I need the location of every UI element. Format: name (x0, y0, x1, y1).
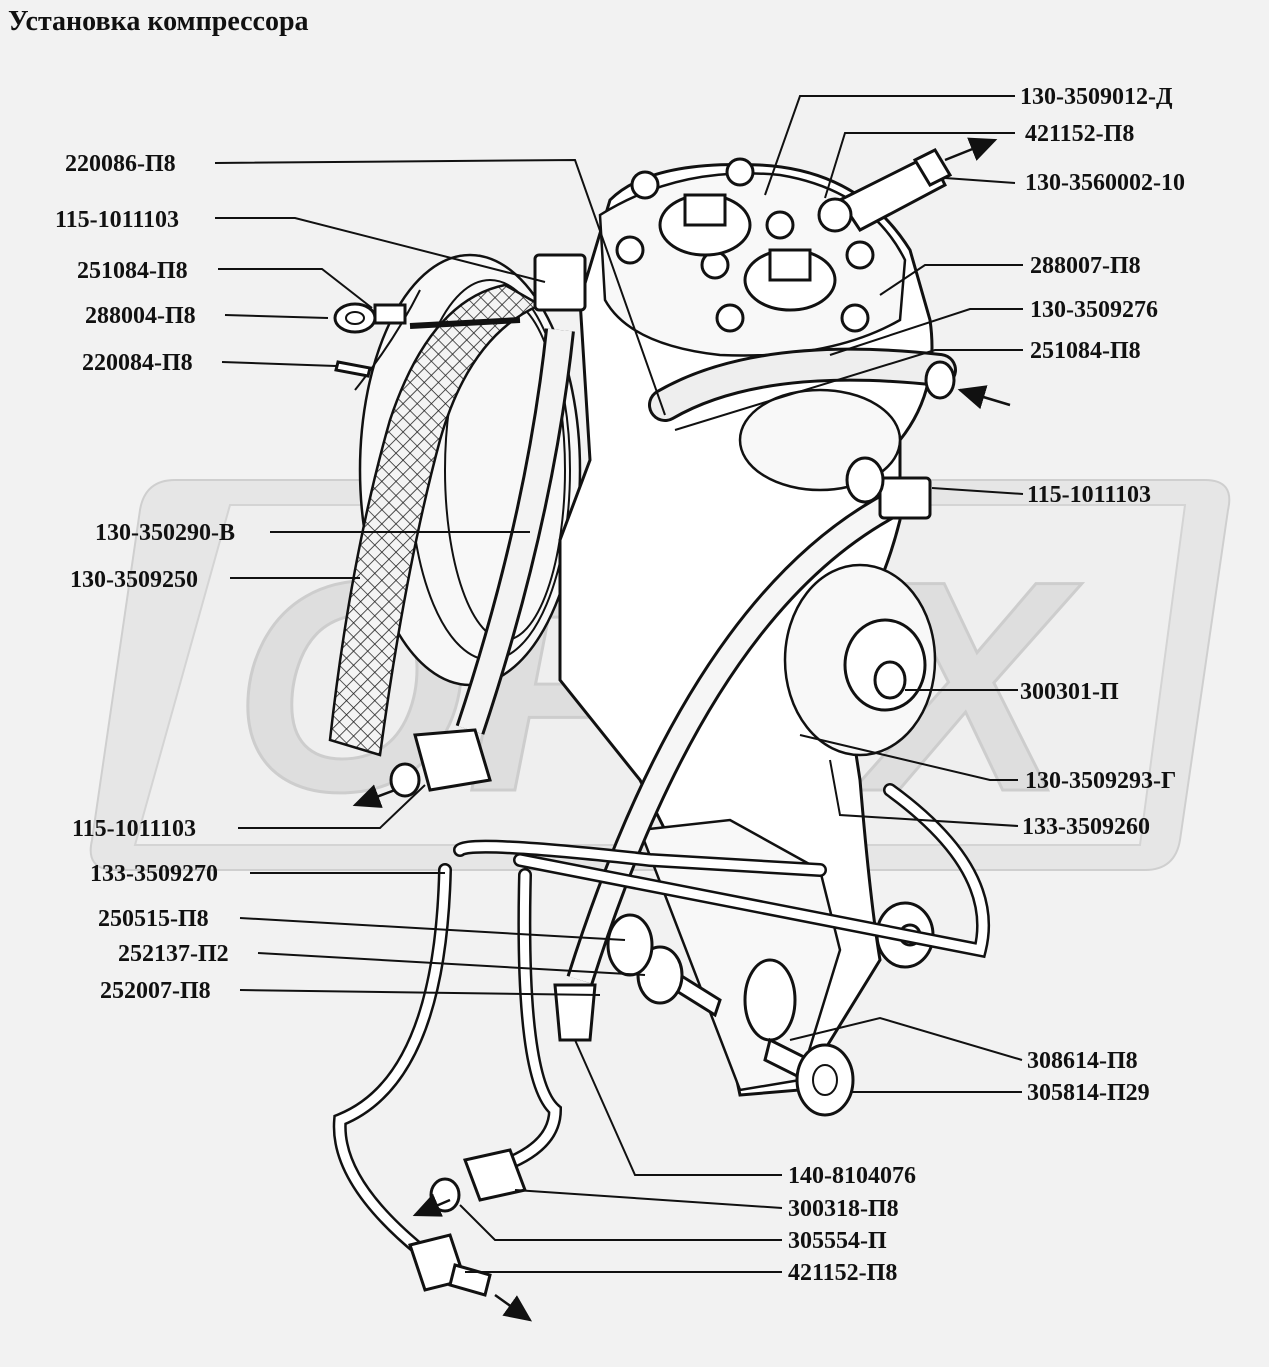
belt (328, 283, 543, 757)
label-130-3560002-10: 130-3560002-10 (1025, 170, 1185, 196)
label-305554-p: 305554-П (788, 1228, 887, 1254)
label-300318-p8: 300318-П8 (788, 1196, 899, 1222)
pivot-bolt (763, 1037, 855, 1117)
label-220084-p8: 220084-П8 (82, 350, 193, 376)
tension-bolt (606, 913, 722, 1018)
coolant-hose-left (389, 253, 587, 798)
label-421152-p8-bottom: 421152-П8 (788, 1260, 897, 1286)
label-220086-p8: 220086-П8 (65, 151, 176, 177)
label-115-1011103-right: 115-1011103 (1027, 482, 1151, 508)
label-133-3509260: 133-3509260 (1022, 814, 1150, 840)
label-130-3509250: 130-3509250 (70, 567, 198, 593)
flow-arrows (352, 137, 1011, 1322)
label-251084-p8-left: 251084-П8 (77, 258, 188, 284)
label-288007-p8: 288007-П8 (1030, 253, 1141, 279)
clamp-detail (333, 289, 521, 391)
label-130-3509276: 130-3509276 (1030, 297, 1158, 323)
label-288004-p8: 288004-П8 (85, 303, 196, 329)
label-252137-p2: 252137-П2 (118, 941, 229, 967)
metal-tubes (332, 783, 991, 1257)
label-133-3509270: 133-3509270 (90, 861, 218, 887)
label-251084-p8-right: 251084-П8 (1030, 338, 1141, 364)
label-250515-p8: 250515-П8 (98, 906, 209, 932)
leader-lines (214, 95, 1024, 1273)
outlet-fitting (817, 148, 953, 233)
label-140-8104076: 140-8104076 (788, 1163, 916, 1189)
diagram-title: Установка компрессора (8, 6, 309, 37)
lower-fittings (408, 1148, 528, 1297)
label-308614-p8: 308614-П8 (1027, 1048, 1138, 1074)
label-115-1011103-bottom: 115-1011103 (72, 816, 196, 842)
label-252007-p8: 252007-П8 (100, 978, 211, 1004)
label-130-3509293-g: 130-3509293-Г (1025, 768, 1176, 794)
label-305814-p29: 305814-П29 (1027, 1080, 1150, 1106)
part-labels: 130-3509012-Д 421152-П8 130-3560002-10 2… (55, 84, 1185, 1286)
label-115-1011103-top: 115-1011103 (55, 207, 179, 233)
label-130-350290-v: 130-350290-В (95, 520, 235, 546)
label-130-3509012-d: 130-3509012-Д (1020, 84, 1173, 110)
air-intake-hose (648, 347, 957, 422)
label-300301-p: 300301-П (1020, 679, 1119, 705)
label-421152-p8-top: 421152-П8 (1025, 121, 1134, 147)
